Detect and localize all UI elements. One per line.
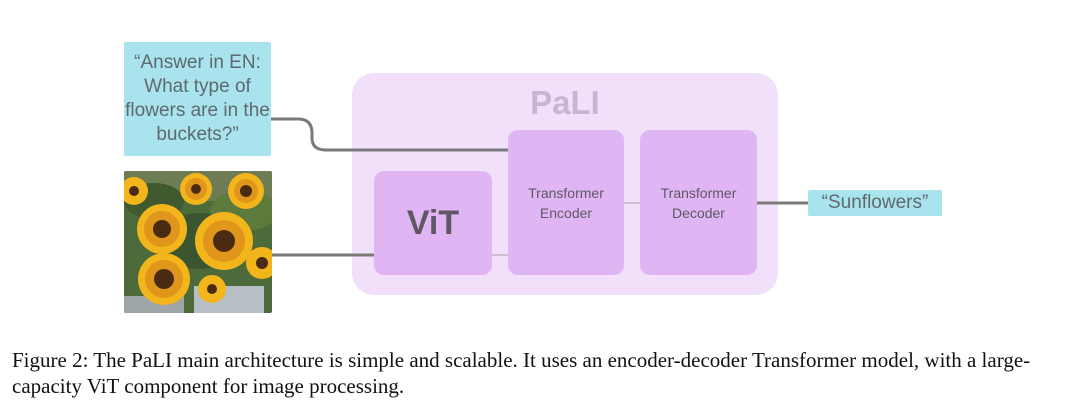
sunflower-image	[124, 171, 272, 313]
question-text-box: “Answer in EN: What type of flowers are …	[124, 42, 271, 156]
vit-block: ViT	[374, 171, 492, 275]
transformer-decoder-label: Transformer Decoder	[660, 184, 737, 221]
answer-text-box: “Sunflowers”	[808, 190, 942, 216]
transformer-encoder-label: Transformer Encoder	[528, 184, 604, 221]
sunflower-photo-drawing	[124, 171, 272, 313]
question-text: “Answer in EN: What type of flowers are …	[125, 52, 270, 145]
transformer-decoder-block: Transformer Decoder	[640, 130, 757, 275]
question-to-encoder-connector	[271, 117, 508, 152]
vit-label: ViT	[406, 203, 460, 242]
transformer-encoder-block: Transformer Encoder	[508, 130, 624, 275]
figure-caption: Figure 2: The PaLI main architecture is …	[12, 348, 1031, 398]
pali-title: PaLI	[530, 84, 600, 121]
answer-text: “Sunflowers”	[821, 192, 929, 213]
